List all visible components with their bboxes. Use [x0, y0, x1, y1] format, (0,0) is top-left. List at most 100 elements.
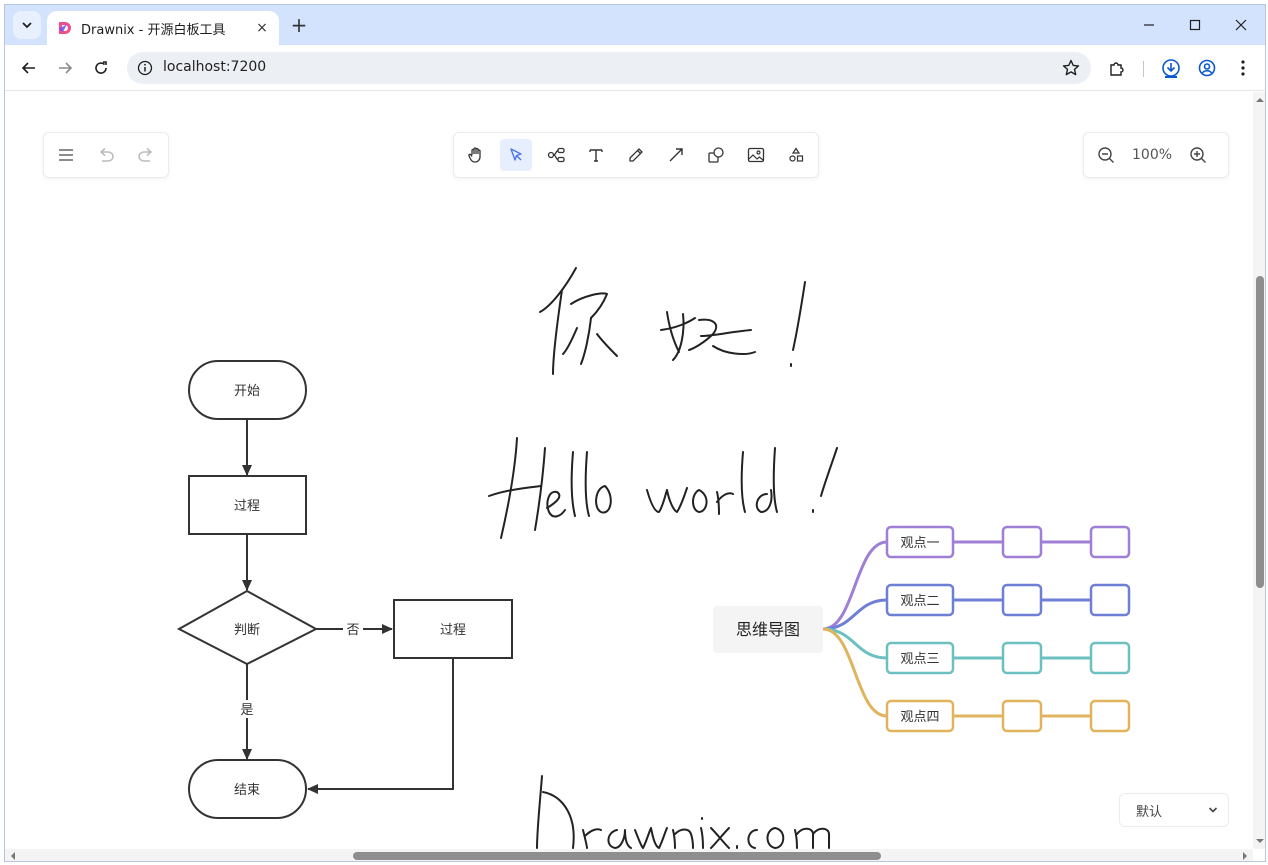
puzzle-icon [1110, 62, 1124, 76]
download-button[interactable] [1157, 54, 1185, 82]
profile-button[interactable] [1193, 54, 1221, 82]
mindmap-branch-label: 观点二 [900, 594, 939, 609]
minimize-button[interactable] [1135, 13, 1163, 37]
mindmap-child-node[interactable] [1001, 583, 1043, 617]
scroll-down-icon[interactable] [1253, 835, 1266, 847]
handwriting-drawnix-com[interactable] [536, 775, 830, 849]
mindmap-branch-label: 观点一 [900, 536, 939, 551]
flowchart: 开始 过程 判断 否 过程 是 结束 [176, 360, 513, 819]
app-menu-panel [43, 132, 169, 178]
flow-process1-label: 过程 [234, 499, 260, 514]
pen-tool-button[interactable] [620, 139, 652, 171]
arrow-right-icon [59, 62, 73, 74]
tab-strip: Drawnix - 开源白板工具 × + [5, 5, 1265, 45]
back-button[interactable] [15, 54, 43, 82]
hamburger-icon [59, 149, 73, 161]
mindmap-branch-link [822, 598, 888, 631]
arrow-line-icon [669, 148, 683, 162]
mindmap-grandchild-node[interactable] [1089, 583, 1131, 617]
text-icon [589, 149, 603, 162]
info-icon[interactable] [137, 60, 153, 76]
scroll-right-icon[interactable] [1239, 849, 1251, 862]
zoom-in-button[interactable] [1182, 139, 1214, 171]
tab-drawnix[interactable]: Drawnix - 开源白板工具 × [47, 11, 279, 45]
tab-search-button[interactable] [13, 11, 41, 39]
reload-button[interactable] [87, 54, 115, 82]
flow-yes-label-bg [237, 700, 257, 718]
close-window-button[interactable] [1227, 13, 1255, 37]
more-vertical-icon [1241, 60, 1245, 76]
flow-yes-label: 是 [240, 703, 253, 718]
vertical-scroll-thumb[interactable] [1256, 276, 1264, 588]
redo-button[interactable] [130, 139, 162, 171]
mindmap-grandchild-node[interactable] [1089, 699, 1131, 733]
flow-no-label-bg [343, 620, 363, 638]
mindmap-grandchild-node[interactable] [1089, 525, 1131, 559]
flow-process2-node[interactable] [393, 599, 513, 659]
whiteboard-canvas[interactable]: 开始 过程 判断 否 过程 是 结束 [5, 92, 1266, 862]
select-tool-button[interactable] [500, 139, 532, 171]
mindmap-child-node[interactable] [1001, 525, 1043, 559]
undo-button[interactable] [90, 139, 122, 171]
app-menu-button[interactable] [50, 139, 82, 171]
theme-select[interactable]: 默认 [1119, 793, 1229, 827]
mindmap-branch-link [822, 627, 888, 718]
star-icon[interactable] [1061, 58, 1081, 78]
horizontal-scrollbar[interactable] [5, 849, 1253, 862]
minimize-icon [1144, 24, 1154, 26]
extra-tools-button[interactable] [780, 139, 812, 171]
toolbar-separator [1143, 61, 1144, 77]
reload-icon [95, 61, 107, 74]
mindmap-child-node[interactable] [1001, 699, 1043, 733]
mindmap-tool-button[interactable] [540, 139, 572, 171]
mindmap-icon [547, 147, 565, 163]
pen-icon [629, 148, 643, 162]
drawing-layer: 开始 过程 判断 否 过程 是 结束 [176, 267, 1131, 849]
arrow-left-icon [21, 62, 35, 74]
mindmap-branch-label: 观点四 [900, 710, 939, 725]
browser-menu-button[interactable] [1229, 54, 1257, 82]
new-tab-button[interactable]: + [290, 13, 308, 37]
mindmap-branch-link [822, 540, 888, 631]
maximize-button[interactable] [1181, 13, 1209, 37]
flow-end-label: 结束 [234, 783, 260, 798]
scroll-up-icon[interactable] [1253, 94, 1266, 106]
pointer-icon [510, 148, 522, 161]
address-bar[interactable]: localhost:7200 [127, 52, 1091, 84]
handwriting-hello-world[interactable] [488, 437, 838, 539]
url-text: localhost:7200 [163, 59, 267, 75]
flow-process2-label: 过程 [440, 623, 466, 638]
forward-button[interactable] [51, 54, 79, 82]
zoom-in-icon [1190, 147, 1207, 163]
flow-end-node[interactable] [188, 759, 307, 819]
mindmap-grandchild-node[interactable] [1089, 641, 1131, 675]
zoom-level[interactable]: 100% [1132, 147, 1173, 163]
text-tool-button[interactable] [580, 139, 612, 171]
close-icon [1235, 19, 1247, 31]
arrow-tool-button[interactable] [660, 139, 692, 171]
flow-start-label: 开始 [234, 384, 260, 399]
mindmap-root-label: 思维导图 [736, 620, 800, 639]
tab-close-button[interactable]: × [256, 20, 268, 36]
flow-decision-label: 判断 [234, 623, 260, 638]
mindmap-root-node[interactable] [713, 606, 823, 653]
chevron-down-icon [1208, 807, 1218, 813]
chevron-down-icon [22, 22, 32, 29]
zoom-out-button[interactable] [1090, 139, 1122, 171]
horizontal-scroll-thumb[interactable] [353, 852, 881, 860]
tab-title: Drawnix - 开源白板工具 [81, 22, 226, 38]
mindmap-child-node[interactable] [1001, 641, 1043, 675]
vertical-scrollbar[interactable] [1253, 92, 1266, 849]
extensions-button[interactable] [1103, 54, 1131, 82]
maximize-icon [1189, 19, 1201, 31]
image-tool-button[interactable] [740, 139, 772, 171]
mindmap-branch-label: 观点三 [900, 652, 939, 667]
scroll-left-icon[interactable] [7, 849, 19, 862]
undo-icon [99, 147, 114, 162]
drawnix-logo-icon [59, 22, 71, 34]
shape-tool-button[interactable] [700, 139, 732, 171]
handwriting-nihao[interactable] [539, 267, 806, 375]
hand-tool-button[interactable] [460, 139, 492, 171]
